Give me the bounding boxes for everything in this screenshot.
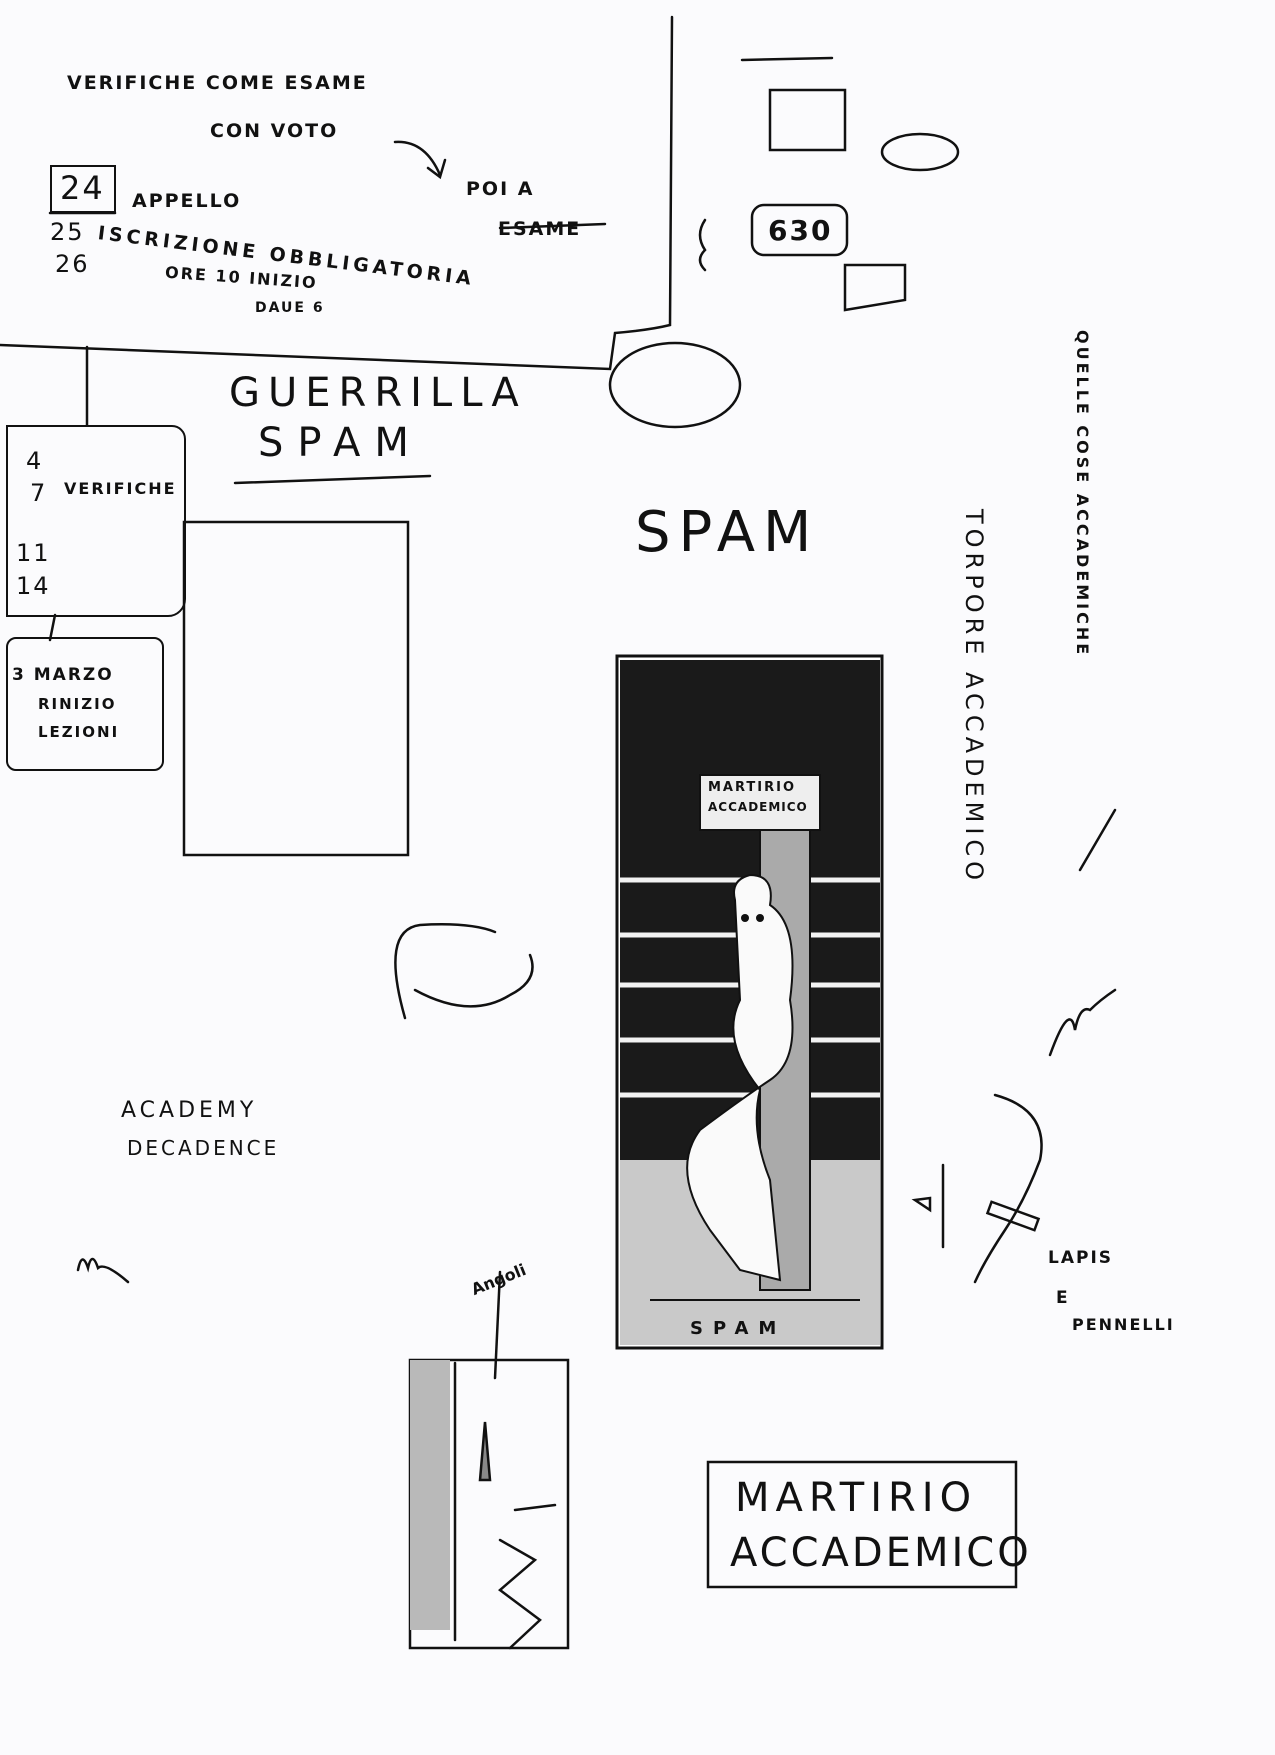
calendar-day: 4 xyxy=(26,447,44,475)
scribble-curve xyxy=(394,923,534,1020)
academy-line2: DECADENCE xyxy=(127,1136,280,1160)
date-26: 26 xyxy=(55,250,90,278)
calendar-box: 4 7 VERIFICHE 11 14 xyxy=(6,425,186,617)
calendar-day: 14 xyxy=(16,572,51,600)
title-guerrilla: GUERRILLA xyxy=(229,370,527,416)
note-aula: DAUE 6 xyxy=(255,300,325,316)
lapis-line3: PENNELLI xyxy=(1072,1315,1175,1334)
note-appello: APPELLO xyxy=(132,190,242,212)
note-verifiche: VERIFICHE COME ESAME xyxy=(67,72,368,94)
base-label: SPAM xyxy=(690,1318,787,1339)
blank-frame xyxy=(182,520,410,857)
triangle-icon xyxy=(843,263,907,312)
central-drawing xyxy=(615,654,884,1350)
final-title-line2: ACCADEMICO xyxy=(730,1530,1032,1576)
scribble-m xyxy=(76,1257,130,1284)
torpore-text: TORPORE ACCADEMICO xyxy=(960,509,988,886)
round-object-icon xyxy=(608,341,742,429)
date-24: 24 xyxy=(60,169,105,207)
date-24-box: 24 xyxy=(50,165,116,213)
notes-frame xyxy=(0,15,674,371)
lapis-line2: E xyxy=(1056,1288,1070,1308)
academy-line1: ACADEMY xyxy=(121,1098,258,1123)
calendar-day: 7 xyxy=(30,479,48,507)
restart-line2: RINIZIO xyxy=(38,695,117,713)
spam-heading: SPAM xyxy=(635,500,820,565)
notes-arrow xyxy=(393,140,447,180)
quelle-text: QUELLE COSE ACCADEMICHE xyxy=(1073,330,1092,658)
restart-line3: LEZIONI xyxy=(38,723,120,741)
restart-box: 3 MARZO RINIZIO LEZIONI xyxy=(6,637,164,771)
stack-icon xyxy=(768,88,847,152)
note-poi-a: POI A xyxy=(466,178,535,200)
dish-icon xyxy=(880,132,960,172)
date-25: 25 xyxy=(50,218,85,246)
note-con-voto: CON VOTO xyxy=(210,120,339,142)
calendar-day: 11 xyxy=(16,539,51,567)
lapis-line1: LAPIS xyxy=(1048,1248,1114,1268)
plaque-line1: MARTIRIO xyxy=(708,780,797,795)
box-630-label: 630 xyxy=(768,214,833,247)
note-esame: ESAME xyxy=(498,218,582,240)
plaque-line2: ACCADEMICO xyxy=(708,800,808,814)
restart-line1: 3 MARZO xyxy=(12,665,114,685)
final-title-frame xyxy=(706,1460,1018,1589)
calendar-label: VERIFICHE xyxy=(64,479,177,498)
box-630-icon xyxy=(750,203,849,257)
final-title-line1: MARTIRIO xyxy=(735,1475,978,1521)
title-spam: SPAM xyxy=(258,420,423,466)
